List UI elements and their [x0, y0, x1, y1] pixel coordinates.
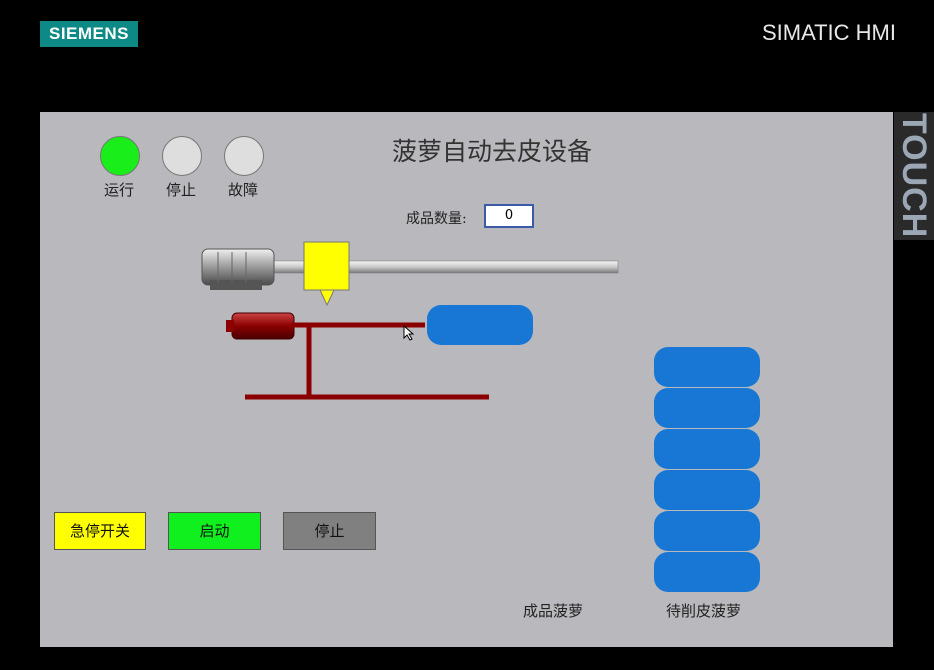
siemens-logo: SIEMENS: [40, 21, 138, 47]
touch-label: TOUCH: [894, 112, 934, 240]
count-label: 成品数量:: [406, 211, 467, 227]
peeler-head-icon: [303, 241, 350, 307]
queued-pineapple: [654, 347, 760, 387]
queued-pineapple: [654, 552, 760, 592]
queued-pineapple: [654, 470, 760, 510]
page-title: 菠萝自动去皮设备: [392, 137, 593, 166]
running-lamp-label: 运行: [104, 181, 135, 199]
finished-pineapple-label: 成品菠萝: [523, 602, 584, 620]
fault-lamp-icon: [224, 136, 264, 176]
stop-button[interactable]: 停止: [283, 512, 376, 550]
hmi-bezel: [0, 0, 934, 112]
hmi-product-title: SIMATIC HMI: [761, 20, 896, 45]
mouse-cursor-icon: [403, 325, 415, 341]
pending-pineapple-label: 待削皮菠萝: [666, 602, 742, 620]
hmi-screen: 菠萝自动去皮设备 运行 停止 故障 成品数量: 0: [40, 112, 893, 647]
start-button[interactable]: 启动: [168, 512, 261, 550]
stopped-lamp-icon: [162, 136, 202, 176]
count-field[interactable]: 0: [484, 204, 534, 228]
pump-motor-icon: [226, 312, 295, 340]
stopped-lamp-label: 停止: [166, 181, 197, 199]
processing-pineapple: [427, 305, 533, 345]
red-pipe: [245, 322, 489, 400]
main-motor-icon: [201, 248, 275, 290]
queued-pineapple: [654, 511, 760, 551]
machine-diagram: [201, 241, 619, 400]
queued-pineapple: [654, 388, 760, 428]
fault-lamp-label: 故障: [228, 181, 259, 199]
running-lamp-icon: [100, 136, 140, 176]
queued-pineapple: [654, 429, 760, 469]
emergency-stop-button[interactable]: 急停开关: [54, 512, 146, 550]
